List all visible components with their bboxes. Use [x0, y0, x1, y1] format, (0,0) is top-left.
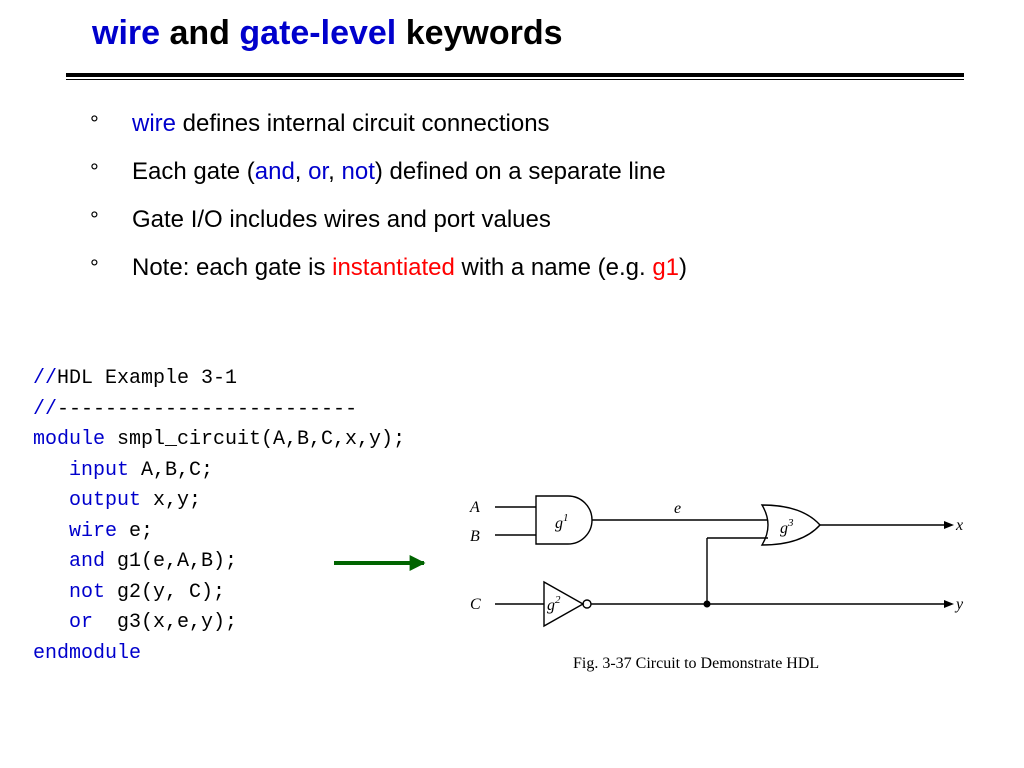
title-divider: [66, 73, 964, 77]
code-comment-marker: //: [33, 397, 58, 421]
hdl-code-listing: //HDL Example 3-1//---------------------…: [33, 364, 405, 669]
not-gate-g2: [543, 580, 585, 628]
bullet-text: defines internal circuit connections: [176, 110, 550, 137]
circuit-wiring: [495, 495, 948, 628]
label-e: e: [674, 500, 681, 517]
bullet-marker: °: [90, 159, 99, 184]
title-divider-thin: [66, 79, 964, 80]
title-keyword-gate-level: gate-level: [239, 14, 397, 52]
code-line: and g1(e,A,B);: [33, 547, 405, 578]
label-c: C: [470, 596, 481, 613]
bullet-marker: °: [90, 255, 99, 280]
label-b: B: [470, 528, 480, 545]
bullet-text: with a name (e.g.: [454, 254, 653, 281]
code-text: g2(y, C);: [105, 580, 226, 604]
bullet-item: ° Note: each gate is instantiated with a …: [90, 250, 687, 298]
bullet-item: ° wire defines internal circuit connectio…: [90, 106, 687, 154]
bullet-keyword: not: [341, 158, 375, 185]
code-comment-marker: //: [33, 367, 58, 390]
code-line: endmodule: [33, 639, 405, 670]
code-text: x,y;: [141, 489, 202, 512]
label-a: A: [469, 499, 480, 516]
code-keyword: module: [33, 428, 106, 451]
label-g2: g2: [547, 594, 561, 614]
bullet-text: Note: each gate is: [132, 254, 333, 281]
bullet-text: ) defined on a separate line: [374, 158, 666, 185]
bullet-item: ° Each gate (and, or, not) defined on a s…: [90, 154, 687, 202]
code-keyword: and: [69, 550, 106, 573]
code-text: e;: [117, 519, 154, 543]
bullet-text: ,: [294, 158, 309, 185]
code-line: module smpl_circuit(A,B,C,x,y);: [33, 425, 405, 456]
arrow-x-icon: [944, 521, 954, 529]
code-keyword: wire: [69, 519, 118, 543]
bullet-list: ° wire defines internal circuit connectio…: [90, 106, 687, 298]
label-g3: g3: [780, 517, 794, 537]
code-line: input A,B,C;: [33, 456, 405, 487]
bullet-keyword: or: [308, 158, 329, 185]
code-line: //-------------------------: [33, 395, 405, 426]
bullet-keyword: and: [254, 158, 295, 185]
label-x: x: [955, 517, 963, 534]
code-line: wire e;: [33, 517, 405, 548]
bullet-marker: °: [90, 111, 99, 136]
code-text: -------------------------: [57, 397, 358, 421]
code-text: g3(x,e,y);: [93, 611, 238, 634]
title-text-keywords: keywords: [396, 14, 563, 52]
code-text: A,B,C;: [129, 458, 214, 482]
bullet-text: Gate I/O includes wires and port values: [132, 206, 551, 233]
and-gate-g1: [535, 495, 593, 545]
code-keyword: or: [69, 611, 94, 634]
code-keyword: input: [69, 458, 130, 482]
slide-title: wire and gate-level keywords: [92, 14, 563, 53]
bullet-highlight: g1: [652, 254, 680, 281]
code-text: smpl_circuit(A,B,C,x,y);: [105, 428, 406, 451]
bullet-text: Each gate (: [132, 158, 255, 185]
bullet-text: ,: [328, 158, 342, 185]
code-keyword: endmodule: [33, 641, 142, 665]
bullet-item: ° Gate I/O includes wires and port values: [90, 202, 687, 250]
bullet-text: ): [679, 254, 688, 281]
code-text: g1(e,A,B);: [105, 550, 238, 573]
code-line: //HDL Example 3-1: [33, 364, 405, 395]
title-text-and: and: [160, 14, 240, 52]
code-line: or g3(x,e,y);: [33, 608, 405, 639]
figure-caption: Fig. 3-37 Circuit to Demonstrate HDL: [573, 655, 819, 672]
code-keyword: output: [69, 489, 142, 512]
or-gate-g3: [760, 504, 821, 546]
bullet-highlight: instantiated: [332, 254, 455, 281]
label-g1: g1: [555, 512, 569, 532]
code-line: not g2(y, C);: [33, 578, 405, 609]
bullet-keyword: wire: [132, 110, 177, 137]
code-line: output x,y;: [33, 486, 405, 517]
code-keyword: not: [69, 580, 106, 604]
title-keyword-wire: wire: [92, 14, 161, 52]
label-y: y: [954, 596, 964, 613]
code-text: HDL Example 3-1: [57, 367, 238, 390]
bullet-marker: °: [90, 207, 99, 232]
arrow-y-icon: [944, 600, 954, 608]
junction-dot: [703, 600, 711, 608]
